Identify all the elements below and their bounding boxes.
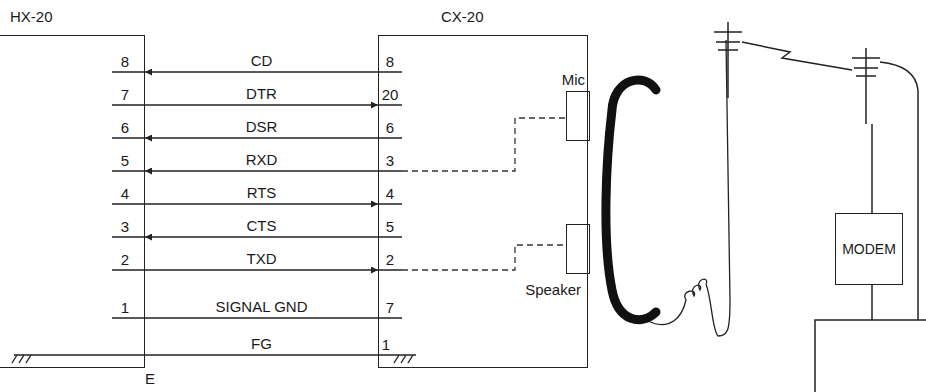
pole [714, 22, 742, 98]
pin-number: 20 [382, 86, 399, 103]
signal-name: RTS [247, 184, 277, 201]
pin-number: 2 [386, 251, 394, 268]
pin-number: 7 [121, 86, 129, 103]
pin-number: 1 [121, 299, 129, 316]
wire-stub [378, 72, 402, 355]
signal-name: CTS [247, 217, 277, 234]
signal-name: FG [251, 335, 272, 352]
pin-number: 8 [121, 53, 129, 70]
signal-wire [145, 203, 378, 205]
pin-number: 6 [386, 119, 394, 136]
ground-symbol [12, 355, 416, 363]
pin-number: 5 [121, 152, 129, 169]
signal-name: SIGNAL GND [216, 298, 308, 315]
signal-name: DSR [246, 118, 278, 135]
pin-number: 1 [382, 336, 390, 353]
handset-cord [650, 40, 730, 336]
mic-box: Mic [566, 91, 590, 141]
pin-number: 4 [386, 185, 394, 202]
modem-box: MODEM [835, 213, 903, 285]
wire-stub [35, 72, 145, 355]
box-heading: Mic [562, 71, 585, 88]
handset [606, 80, 656, 320]
signal-name: TXD [247, 250, 277, 267]
signal-name: DTR [246, 85, 277, 102]
connector-tag: E [145, 370, 155, 387]
pin-number: 3 [121, 218, 129, 235]
wire-stubs [35, 72, 402, 355]
telephone-poles [714, 22, 918, 320]
phone-line [742, 42, 852, 70]
box-label: MODEM [842, 241, 896, 258]
dashed-link [402, 118, 565, 171]
signal-wire [145, 104, 378, 106]
signal-wire [145, 269, 378, 271]
box-heading: HX-20 [10, 8, 53, 25]
dashed-link [402, 118, 565, 270]
pin-number: 2 [121, 251, 129, 268]
signal-wire [145, 137, 378, 139]
terminal-box [815, 320, 926, 392]
signal-wire [145, 170, 378, 172]
pole [852, 48, 880, 124]
dashed-link [402, 245, 565, 270]
device-box: CX-20MicSpeaker [378, 35, 588, 368]
pin-number: 3 [386, 152, 394, 169]
signal-wire [145, 71, 378, 73]
signal-wire [145, 236, 378, 238]
signal-name: RXD [246, 151, 278, 168]
ground-symbol [12, 355, 35, 363]
pin-number: 6 [121, 119, 129, 136]
box-heading: CX-20 [441, 8, 484, 25]
pin-number: 4 [121, 185, 129, 202]
signal-wire [145, 317, 378, 319]
box-heading: Speaker [525, 281, 581, 298]
signal-wire [145, 354, 378, 356]
pin-number: 7 [386, 299, 394, 316]
signal-name: CD [251, 52, 273, 69]
telephone-handset [606, 40, 730, 336]
ground-symbol [394, 355, 416, 363]
pin-number: 5 [386, 218, 394, 235]
speaker-box: Speaker [566, 224, 590, 274]
pin-number: 8 [386, 53, 394, 70]
